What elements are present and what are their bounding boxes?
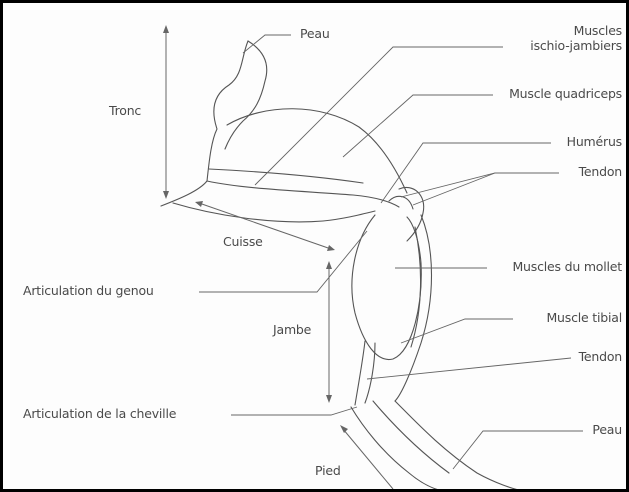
achilles-tendon [355, 341, 365, 405]
label-articulation-cheville: Articulation de la cheville [23, 408, 176, 421]
label-muscles-ischio-line1: Muscles [574, 25, 622, 38]
jambe-arrowhead-top [326, 261, 332, 269]
quadriceps-leader [343, 95, 493, 157]
label-articulation-genou: Articulation du genou [23, 285, 154, 298]
foot-lower [351, 407, 443, 489]
cuisse-arrowhead-left [195, 201, 203, 207]
knee-outline [399, 187, 424, 241]
foot-inner [373, 401, 449, 473]
label-muscles-ischio-line2: ischio-jambiers [530, 40, 622, 53]
thigh-lower-outline [207, 181, 399, 207]
label-cuisse: Cuisse [223, 236, 263, 249]
knee-detail [389, 196, 413, 209]
foot-upper [395, 401, 523, 489]
peau-top-leader [243, 35, 291, 53]
label-tendon-top: Tendon [579, 166, 622, 179]
label-peau-top: Peau [300, 28, 330, 41]
trunk-back-outline [225, 41, 267, 149]
trunk-outline [161, 41, 248, 206]
label-muscles-mollet: Muscles du mollet [512, 261, 622, 274]
jambe-arrowhead-bottom [326, 395, 332, 403]
label-pied: Pied [315, 465, 341, 478]
cuisse-arrow [199, 203, 331, 249]
shin-bone [411, 227, 421, 347]
label-tendon-bottom: Tendon [579, 351, 622, 364]
peau-bottom-leader [453, 431, 583, 469]
thigh-upper-outline [227, 109, 407, 193]
thigh-underside [173, 203, 375, 222]
label-jambe: Jambe [273, 324, 311, 337]
ischio-leader [255, 47, 503, 185]
tendon-bottom-leader [367, 358, 571, 379]
pied-arrowhead-top [340, 425, 348, 433]
thigh-belly-line [209, 169, 363, 183]
cuisse-arrowhead-right [327, 245, 335, 251]
tronc-arrowhead-top [163, 25, 169, 33]
cheville-leader [231, 407, 357, 415]
tronc-arrowhead-bottom [163, 191, 169, 199]
pied-arrow [343, 429, 393, 489]
label-peau-bottom: Peau [592, 424, 622, 437]
tendon-top-leader [401, 173, 559, 197]
label-humerus: Humérus [567, 136, 622, 149]
label-tronc: Tronc [109, 105, 141, 118]
label-muscle-tibial: Muscle tibial [546, 312, 622, 325]
tibial-leader [401, 319, 513, 343]
label-muscle-quadriceps: Muscle quadriceps [509, 88, 622, 101]
tendon-top-leader-2 [413, 173, 495, 205]
